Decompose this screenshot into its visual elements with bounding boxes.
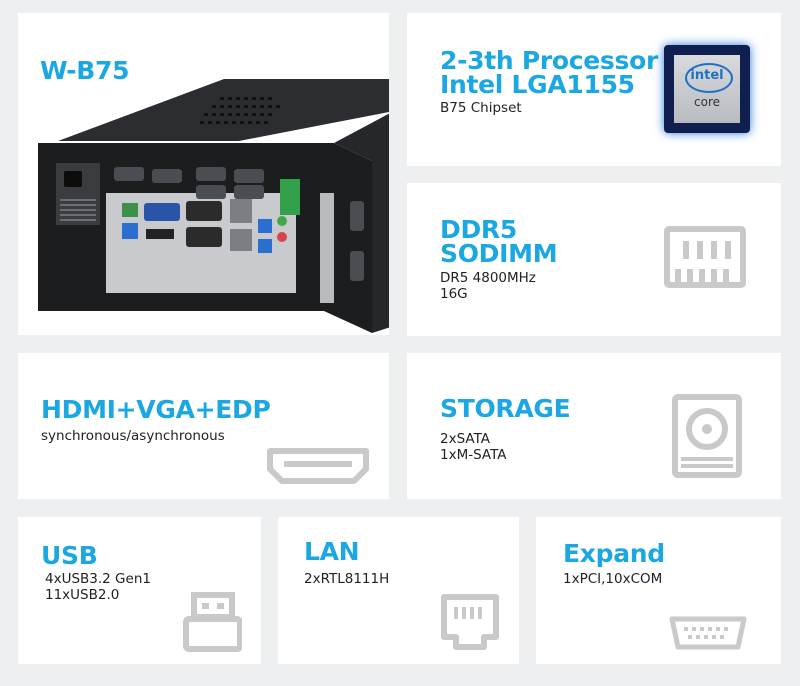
memory-detail-line2: 16G — [440, 286, 468, 302]
memory-card: DDR5 SODIMM DR5 4800MHz 16G — [407, 183, 781, 336]
hdmi-port-icon — [266, 447, 370, 485]
lan-title: LAN — [304, 537, 360, 566]
lan-card: LAN 2xRTL8111H — [278, 517, 519, 664]
lan-detail: 2xRTL8111H — [304, 571, 390, 587]
cpu-badge: intel core — [664, 45, 750, 133]
processor-title-line2: Intel LGA1155 — [440, 70, 635, 99]
memory-detail-line1: DR5 4800MHz — [440, 270, 536, 286]
product-model: W-B75 — [40, 56, 130, 85]
processor-detail: B75 Chipset — [440, 100, 522, 116]
processor-title-line1: 2-3th Processor — [440, 46, 658, 75]
expand-card: Expand 1xPCI,10xCOM — [536, 517, 781, 664]
product-photo — [34, 71, 389, 335]
memory-title-line2: SODIMM — [440, 239, 558, 268]
hard-drive-icon — [671, 393, 743, 479]
expand-title: Expand — [563, 539, 665, 568]
storage-detail-line2: 1xM-SATA — [440, 447, 507, 463]
display-detail: synchronous/asynchronous — [41, 428, 225, 444]
serial-port-icon — [668, 615, 748, 651]
ethernet-port-icon — [440, 593, 500, 651]
expand-detail: 1xPCI,10xCOM — [563, 571, 663, 587]
display-card: HDMI+VGA+EDP synchronous/asynchronous — [18, 353, 389, 499]
usb-title: USB — [41, 541, 98, 570]
cpu-badge-brand: intel — [690, 68, 724, 83]
cpu-badge-line: core — [694, 95, 720, 109]
storage-card: STORAGE 2xSATA 1xM-SATA — [407, 353, 781, 499]
product-card: W-B75 — [18, 13, 389, 335]
usb-detail-line1: 4xUSB3.2 Gen1 — [45, 571, 151, 587]
memory-title-line1: DDR5 — [440, 215, 517, 244]
usb-card: USB 4xUSB3.2 Gen1 11xUSB2.0 — [18, 517, 261, 664]
storage-title: STORAGE — [440, 394, 571, 423]
storage-detail-line1: 2xSATA — [440, 431, 491, 447]
memory-module-icon — [663, 225, 747, 297]
display-title: HDMI+VGA+EDP — [41, 395, 271, 424]
usb-detail-line2: 11xUSB2.0 — [45, 587, 120, 603]
processor-card: 2-3th Processor Intel LGA1155 B75 Chipse… — [407, 13, 781, 166]
usb-port-icon — [182, 591, 242, 653]
